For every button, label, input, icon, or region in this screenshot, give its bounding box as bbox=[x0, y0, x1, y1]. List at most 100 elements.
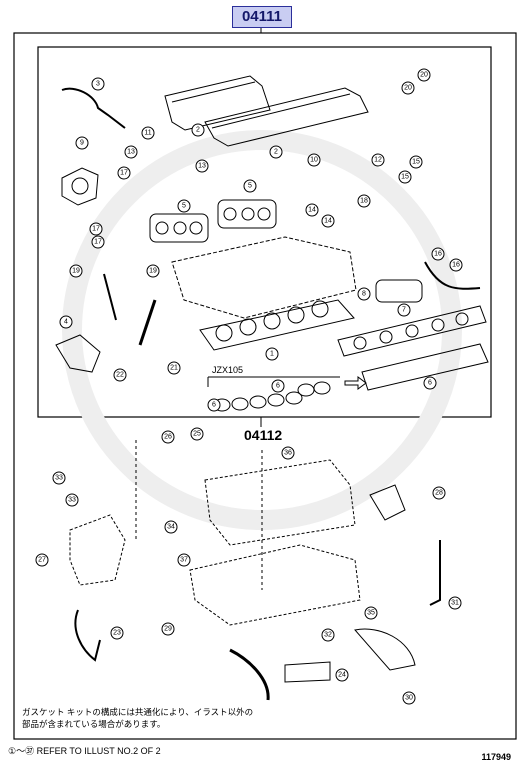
japanese-note: ガスケット キットの構成には共通化により、イラスト以外の 部品が含まれている場合… bbox=[22, 706, 322, 730]
svg-text:14: 14 bbox=[324, 218, 332, 225]
svg-text:17: 17 bbox=[94, 239, 102, 246]
callout-9: 9 bbox=[75, 136, 89, 150]
callout-22: 22 bbox=[113, 368, 127, 382]
callout-15b: 15 bbox=[398, 170, 412, 184]
svg-text:33: 33 bbox=[55, 475, 63, 482]
callout-1: 1 bbox=[265, 347, 279, 361]
callout-18: 18 bbox=[357, 194, 371, 208]
svg-text:31: 31 bbox=[451, 600, 459, 607]
svg-text:14: 14 bbox=[308, 207, 316, 214]
callout-16b: 16 bbox=[449, 258, 463, 272]
callout-20a: 20 bbox=[417, 68, 431, 82]
svg-text:17: 17 bbox=[120, 170, 128, 177]
svg-text:16: 16 bbox=[434, 251, 442, 258]
callout-37: 37 bbox=[177, 553, 191, 567]
callout-17b: 17 bbox=[89, 222, 103, 236]
svg-text:8: 8 bbox=[362, 291, 366, 298]
inner-kit-box bbox=[37, 46, 492, 418]
valve-cover-gaskets bbox=[164, 75, 369, 147]
svg-text:33: 33 bbox=[68, 497, 76, 504]
callout-6c: 6 bbox=[423, 376, 437, 390]
callout-33a: 33 bbox=[52, 471, 66, 485]
svg-text:25: 25 bbox=[193, 431, 201, 438]
svg-text:12: 12 bbox=[374, 157, 382, 164]
callout-8: 8 bbox=[357, 287, 371, 301]
callout-10: 10 bbox=[307, 153, 321, 167]
svg-text:10: 10 bbox=[310, 157, 318, 164]
svg-text:29: 29 bbox=[164, 626, 172, 633]
outer-frame bbox=[13, 32, 517, 740]
callout-4: 4 bbox=[59, 315, 73, 329]
svg-text:2: 2 bbox=[274, 149, 278, 156]
callout-17a: 17 bbox=[117, 166, 131, 180]
svg-text:2: 2 bbox=[196, 127, 200, 134]
callout-2b: 2 bbox=[269, 145, 283, 159]
callout-5a: 5 bbox=[177, 199, 191, 213]
svg-text:15: 15 bbox=[412, 159, 420, 166]
callout-6b: 6 bbox=[207, 398, 221, 412]
svg-text:35: 35 bbox=[367, 610, 375, 617]
callout-13b: 13 bbox=[195, 159, 209, 173]
top-part-code: 04111 bbox=[232, 6, 292, 28]
callout-33b: 33 bbox=[65, 493, 79, 507]
callout-31: 31 bbox=[448, 596, 462, 610]
callout-13a: 13 bbox=[124, 145, 138, 159]
svg-text:7: 7 bbox=[402, 307, 406, 314]
callout-21: 21 bbox=[167, 361, 181, 375]
callout-29: 29 bbox=[161, 622, 175, 636]
callout-3: 3 bbox=[91, 77, 105, 91]
svg-text:21: 21 bbox=[170, 365, 178, 372]
callout-11: 11 bbox=[141, 126, 155, 140]
svg-text:15: 15 bbox=[401, 174, 409, 181]
svg-text:18: 18 bbox=[360, 198, 368, 205]
svg-text:34: 34 bbox=[167, 524, 175, 531]
svg-text:30: 30 bbox=[405, 695, 413, 702]
illustration-id: 117949 bbox=[481, 752, 511, 762]
svg-text:9: 9 bbox=[80, 140, 84, 147]
callout-14a: 14 bbox=[305, 203, 319, 217]
callout-5b: 5 bbox=[243, 179, 257, 193]
callout-14b: 14 bbox=[321, 214, 335, 228]
callout-35: 35 bbox=[364, 606, 378, 620]
svg-text:36: 36 bbox=[284, 450, 292, 457]
note-line-2: 部品が含まれている場合があります。 bbox=[22, 719, 166, 729]
mid-part-code: 04112 bbox=[244, 427, 283, 443]
svg-text:17: 17 bbox=[92, 226, 100, 233]
svg-text:6: 6 bbox=[212, 402, 216, 409]
svg-text:1: 1 bbox=[270, 351, 274, 358]
callout-19b: 19 bbox=[146, 264, 160, 278]
callout-24: 24 bbox=[335, 668, 349, 682]
svg-text:22: 22 bbox=[116, 372, 124, 379]
callout-20b: 20 bbox=[401, 81, 415, 95]
svg-text:3: 3 bbox=[96, 81, 100, 88]
svg-text:19: 19 bbox=[149, 268, 157, 275]
svg-text:32: 32 bbox=[324, 632, 332, 639]
callout-17c: 17 bbox=[91, 235, 105, 249]
svg-text:24: 24 bbox=[338, 672, 346, 679]
callout-numbers: 1 2 2 3 4 5 5 6 6 6 7 8 9 10 11 12 13 13… bbox=[35, 68, 463, 705]
svg-text:19: 19 bbox=[72, 268, 80, 275]
callout-23: 23 bbox=[110, 626, 124, 640]
callout-19a: 19 bbox=[69, 264, 83, 278]
callout-36: 36 bbox=[281, 446, 295, 460]
model-label: JZX105 bbox=[212, 365, 244, 375]
svg-text:13: 13 bbox=[198, 163, 206, 170]
note-line-1: ガスケット キットの構成には共通化により、イラスト以外の bbox=[22, 707, 254, 717]
svg-text:13: 13 bbox=[127, 149, 135, 156]
svg-text:6: 6 bbox=[428, 380, 432, 387]
svg-text:5: 5 bbox=[248, 183, 252, 190]
svg-text:16: 16 bbox=[452, 262, 460, 269]
svg-text:5: 5 bbox=[182, 203, 186, 210]
callout-15a: 15 bbox=[409, 155, 423, 169]
callout-30: 30 bbox=[402, 691, 416, 705]
svg-text:27: 27 bbox=[38, 557, 46, 564]
svg-text:28: 28 bbox=[435, 490, 443, 497]
footer-reference: ①～㊲ REFER TO ILLUST NO.2 OF 2 bbox=[8, 746, 161, 756]
callout-6a: 6 bbox=[271, 379, 285, 393]
callout-7: 7 bbox=[397, 303, 411, 317]
callout-12: 12 bbox=[371, 153, 385, 167]
callout-25: 25 bbox=[190, 427, 204, 441]
callout-34: 34 bbox=[164, 520, 178, 534]
svg-text:26: 26 bbox=[164, 434, 172, 441]
